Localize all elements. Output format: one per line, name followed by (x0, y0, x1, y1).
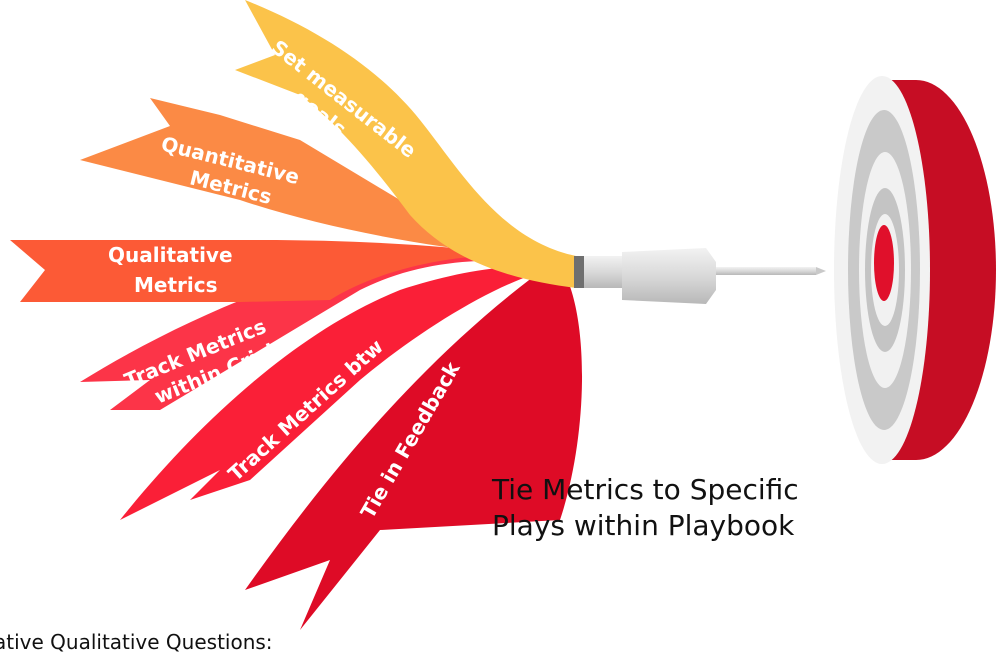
target-bullseye (874, 225, 894, 301)
dart-tip (716, 267, 816, 275)
caption: Tie Metrics to Specific Plays within Pla… (492, 472, 912, 544)
ribbon-line: Metrics (134, 273, 218, 297)
ribbon-label: Qualitative Metrics (108, 243, 240, 297)
target (834, 76, 996, 464)
caption-line: Plays within Playbook (492, 509, 795, 542)
dart-collar (574, 256, 584, 288)
dart-barrel (622, 248, 716, 304)
footer-text: ative Qualitative Questions: (0, 630, 273, 654)
ribbon-line: Qualitative (108, 243, 233, 267)
dart-point (816, 267, 826, 275)
ribbon-tie-in-feedback: Tie in Feedback (245, 260, 583, 630)
caption-line: Tie Metrics to Specific (492, 473, 799, 506)
dart-body (574, 248, 826, 304)
ribbon-qualitative: Qualitative Metrics (10, 240, 545, 302)
dart-shaft (584, 256, 624, 288)
